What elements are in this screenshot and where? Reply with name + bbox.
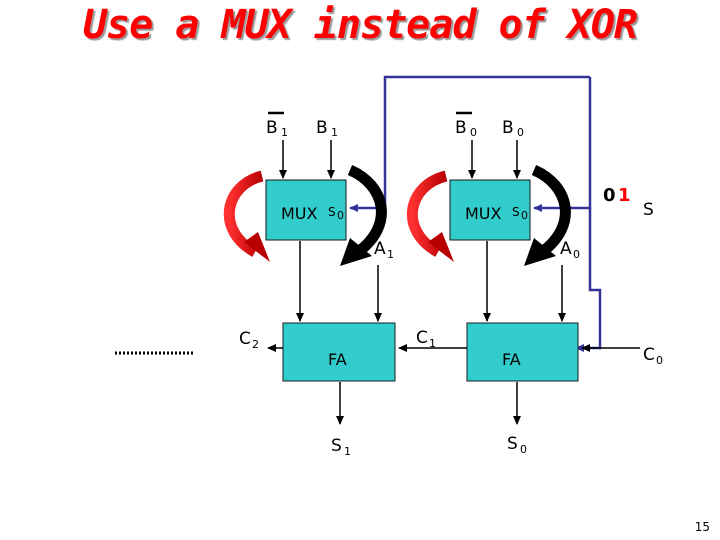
sum-s1: S 1 (331, 436, 351, 458)
svg-text:S: S (507, 434, 518, 454)
full-adder-1: FA (282, 322, 396, 382)
sum-s0: S 0 (507, 434, 527, 456)
input-b0-bar: B 0 (455, 111, 477, 139)
svg-text:B: B (502, 118, 514, 138)
svg-text:A: A (560, 239, 572, 259)
adder-input-wires (296, 241, 566, 322)
mode-labels: 0 1 S (603, 185, 654, 220)
svg-text:1: 1 (429, 337, 436, 350)
red-curved-arrow-1 (223, 170, 270, 262)
svg-text:MUX: MUX (281, 204, 318, 223)
svg-text:S: S (328, 205, 336, 219)
input-wires (279, 140, 521, 179)
svg-text:B: B (266, 118, 278, 138)
svg-text:0: 0 (521, 209, 528, 222)
carry-c1: C 1 (416, 328, 436, 350)
svg-text:0: 0 (517, 126, 524, 139)
full-adder-2: FA (466, 322, 579, 382)
svg-text:1: 1 (618, 185, 631, 206)
page-number: 15 (694, 520, 710, 534)
mux-block-2: MUX S 0 (449, 179, 531, 241)
svg-text:0: 0 (520, 443, 527, 456)
carry-c0: C 0 (643, 345, 663, 367)
svg-text:0: 0 (573, 248, 580, 261)
svg-text:FA: FA (328, 350, 347, 369)
svg-text:FA: FA (502, 350, 521, 369)
svg-text:S: S (512, 205, 520, 219)
svg-text:C: C (643, 345, 655, 365)
svg-text:0: 0 (603, 185, 616, 206)
carry-c2: C 2 (239, 329, 259, 351)
black-curved-arrow-1 (340, 164, 387, 266)
svg-text:0: 0 (470, 126, 477, 139)
sum-output-wires (336, 382, 521, 425)
input-b1: B 1 (316, 118, 338, 139)
input-b0: B 0 (502, 118, 524, 139)
slide-title: Use a MUX instead of XOR (83, 2, 638, 48)
svg-text:C: C (416, 328, 428, 348)
svg-text:0: 0 (656, 354, 663, 367)
svg-text:B: B (316, 118, 328, 138)
svg-text:S: S (643, 200, 654, 220)
svg-text:S: S (331, 436, 342, 456)
svg-text:0: 0 (337, 209, 344, 222)
signal-a0: A 0 (560, 239, 580, 261)
svg-text:2: 2 (252, 338, 259, 351)
svg-text:1: 1 (281, 126, 288, 139)
mux-block-1: MUX S 0 (265, 179, 347, 241)
black-curved-arrow-2 (524, 164, 571, 266)
svg-text:1: 1 (331, 126, 338, 139)
svg-text:MUX: MUX (465, 204, 502, 223)
svg-text:C: C (239, 329, 251, 349)
svg-text:B: B (455, 118, 467, 138)
svg-text:1: 1 (387, 248, 394, 261)
input-b1-bar: B 1 (266, 111, 288, 139)
svg-text:A: A (374, 239, 386, 259)
signal-a1: A 1 (374, 239, 394, 261)
svg-text:1: 1 (344, 445, 351, 458)
red-curved-arrow-2 (406, 170, 454, 262)
